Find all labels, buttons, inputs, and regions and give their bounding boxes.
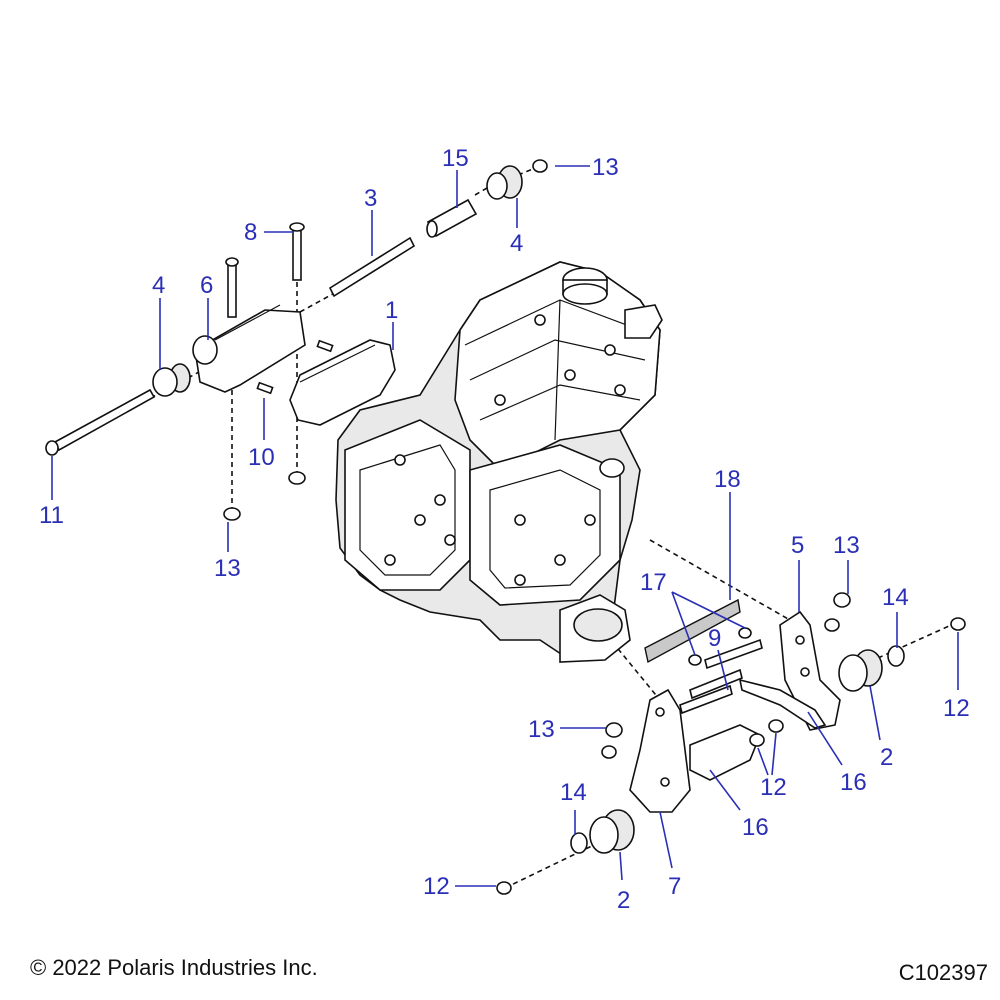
nut-12-lower [496, 881, 512, 895]
callout-14: 14 [560, 779, 587, 806]
drawing-id: C102397 [898, 960, 988, 985]
nuts-13-lower [601, 722, 623, 759]
callout-15: 15 [442, 145, 469, 172]
callout-14: 14 [882, 584, 909, 611]
callout-8: 8 [244, 219, 257, 246]
bolt-10 [256, 339, 334, 395]
callout-16: 16 [742, 814, 769, 841]
bushing-4-top [486, 165, 523, 200]
callout-12: 12 [423, 873, 450, 900]
callout-12: 12 [760, 774, 787, 801]
callout-12: 12 [943, 695, 970, 722]
nut-13-top [532, 159, 548, 173]
callout-9: 9 [708, 625, 721, 652]
nuts-13-right [824, 592, 851, 632]
callout-18: 18 [714, 466, 741, 493]
nut-12-right [950, 617, 966, 631]
callout-17: 17 [640, 569, 667, 596]
heat-shield-18 [644, 598, 741, 664]
nut-13-left [223, 471, 306, 521]
callout-11: 11 [39, 502, 64, 529]
callout-6: 6 [200, 272, 213, 299]
callout-13: 13 [214, 555, 241, 582]
callout-13: 13 [528, 716, 555, 743]
callout-1: 1 [385, 297, 398, 324]
rod-3 [328, 236, 416, 298]
washer-14-right [887, 645, 905, 667]
spacer-15 [426, 198, 478, 238]
callout-labels: 1 3 15 13 4 8 4 6 10 11 13 18 5 13 14 12… [39, 145, 970, 914]
callout-10: 10 [248, 444, 275, 471]
leader-lines [51, 165, 959, 887]
callout-2: 2 [617, 887, 630, 914]
callout-4: 4 [510, 230, 523, 257]
rubber-mount-2-right [838, 649, 883, 692]
bracket-7 [629, 688, 691, 813]
callout-7: 7 [668, 873, 681, 900]
bracket-1 [289, 339, 396, 426]
bushing-4-left [152, 363, 191, 397]
bracket-6 [192, 257, 306, 393]
callout-5: 5 [791, 532, 804, 559]
bolts-9 [679, 638, 763, 715]
callout-2: 2 [880, 744, 893, 771]
callout-4: 4 [152, 272, 165, 299]
rubber-mount-2-lower [589, 809, 635, 854]
strap-16-lower [689, 724, 762, 781]
washer-14-lower [570, 832, 588, 854]
copyright-notice: © 2022 Polaris Industries Inc. [30, 955, 318, 980]
strap-16-right [738, 678, 827, 729]
bracket-5 [779, 610, 841, 731]
bolt-8 [289, 222, 305, 281]
callout-3: 3 [364, 185, 377, 212]
callout-16: 16 [840, 769, 867, 796]
engine-transmission-assembly [335, 261, 663, 663]
callout-13: 13 [833, 532, 860, 559]
long-bolt-11 [45, 388, 156, 456]
callout-13: 13 [592, 154, 619, 181]
nuts-12-center [749, 719, 784, 747]
